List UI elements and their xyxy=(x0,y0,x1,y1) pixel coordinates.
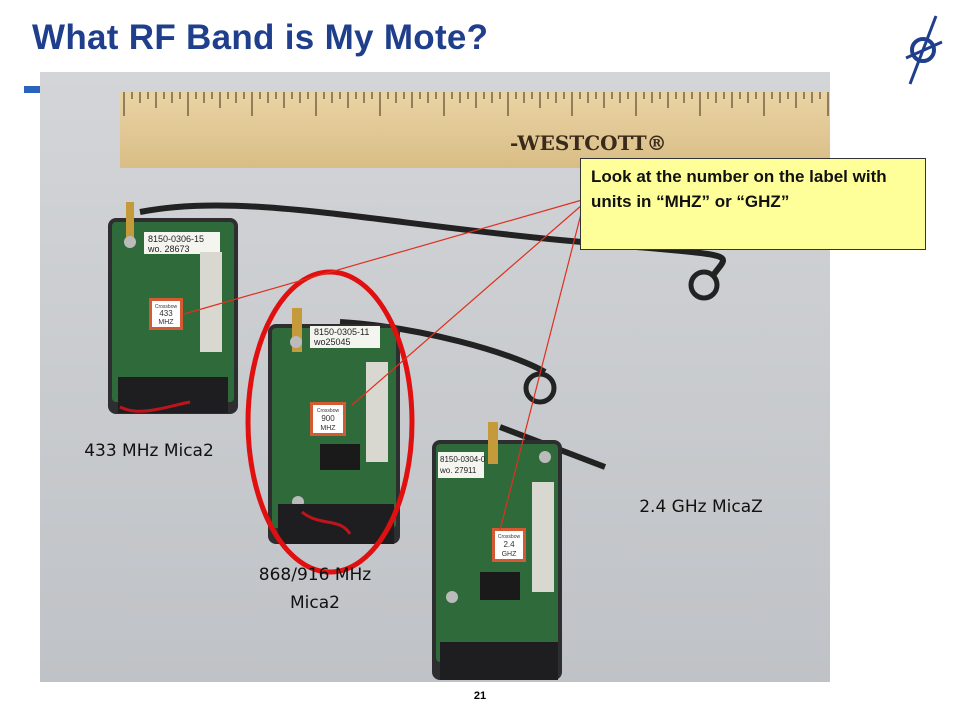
mote-433-chip-brand: Crossbow xyxy=(155,304,178,310)
ruler-ticks xyxy=(123,92,829,116)
label-24-micaz: 2.4 GHz MicaZ xyxy=(639,497,763,517)
title-accent-bar xyxy=(24,86,44,93)
label-868-line2: Mica2 xyxy=(290,593,340,613)
mote-868-chip-unit: MHZ xyxy=(320,425,336,432)
mote-433-chip-freq: 433 xyxy=(159,309,173,318)
antenna-loop-433 xyxy=(688,269,720,301)
mote-24-part: 8150-0304-0 xyxy=(440,455,486,464)
mote-433: 8150-0306-15 wo. 28673 Crossbow 433 MHZ xyxy=(108,202,238,414)
slide-title: What RF Band is My Mote? xyxy=(32,18,489,57)
mote-24-chip-brand: Crossbow xyxy=(498,534,521,540)
mote-24: 8150-0304-0 wo. 27911 Crossbow 2.4 GHZ xyxy=(432,422,562,680)
mote-433-part: 8150-0306-15 xyxy=(148,234,204,244)
mote-868: 8150-0305-11 wo25045 Crossbow 900 MHZ xyxy=(268,308,400,544)
mote-868-part: 8150-0305-11 xyxy=(314,327,369,337)
label-868-line1: 868/916 MHz xyxy=(258,565,372,585)
mote-868-wo: wo25045 xyxy=(313,337,351,347)
callout-box: Look at the number on the label with uni… xyxy=(580,158,926,250)
ruler: -WESTCOTT® xyxy=(120,92,830,168)
label-433-mica2: 433 MHz Mica2 xyxy=(84,441,214,461)
mote-868-chip-freq: 900 xyxy=(321,414,335,423)
mote-433-wo: wo. 28673 xyxy=(147,244,190,254)
mote-24-chip-unit: GHZ xyxy=(502,551,518,558)
mote-24-wo: wo. 27911 xyxy=(439,466,477,475)
compass-logo-icon xyxy=(905,15,943,85)
callout-text: Look at the number on the label with uni… xyxy=(591,167,887,211)
mote-868-chip-brand: Crossbow xyxy=(317,408,340,414)
page-number: 21 xyxy=(473,690,487,702)
mote-433-chip-unit: MHZ xyxy=(158,319,174,326)
mote-24-chip-freq: 2.4 xyxy=(503,540,515,549)
ruler-brand: -WESTCOTT® xyxy=(510,131,667,155)
